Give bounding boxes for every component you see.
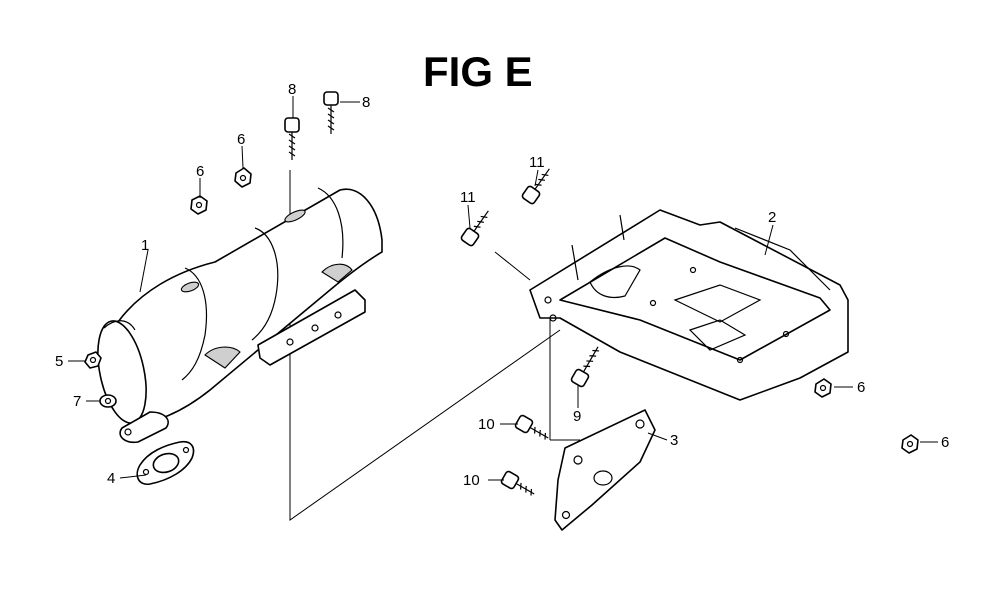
nut-7 <box>99 394 117 408</box>
exhaust-gasket-part <box>136 440 195 485</box>
callout-8a: 8 <box>288 81 296 98</box>
callout-leaders <box>68 96 938 481</box>
callout-10b: 10 <box>463 472 480 489</box>
callout-3: 3 <box>670 432 678 449</box>
callout-6d: 6 <box>941 434 949 451</box>
callout-labels: 1 2 3 4 5 6 6 6 6 7 8 8 9 10 10 11 11 <box>55 81 949 489</box>
bolt-10b <box>500 470 535 496</box>
callout-8b: 8 <box>362 94 370 111</box>
callout-9: 9 <box>573 408 581 425</box>
stay-plate-part <box>554 409 656 531</box>
figure-title: FIG E <box>423 48 533 95</box>
bolt-11b <box>460 210 489 247</box>
muffler-protector-part <box>97 187 383 444</box>
callout-5: 5 <box>55 353 63 370</box>
bolt-8b <box>323 91 339 134</box>
bolt-11a <box>521 168 550 205</box>
callout-4: 4 <box>107 470 115 487</box>
nut-6c <box>814 378 832 398</box>
callout-6c: 6 <box>857 379 865 396</box>
nut-6d <box>901 434 919 454</box>
bolt-8a <box>284 117 300 160</box>
callout-11b: 11 <box>460 189 476 206</box>
callout-7: 7 <box>73 393 81 410</box>
nut-6a <box>190 195 208 215</box>
callout-2: 2 <box>768 209 776 226</box>
nut-5 <box>84 351 102 369</box>
callout-1: 1 <box>141 237 149 254</box>
heat-shield-plate-part <box>529 209 849 401</box>
bolt-9 <box>570 346 600 388</box>
callout-6b: 6 <box>237 131 245 148</box>
callout-10a: 10 <box>478 416 495 433</box>
bolt-10a <box>514 414 549 440</box>
nut-6b <box>234 167 252 188</box>
callout-11a: 11 <box>529 154 545 171</box>
callout-6a: 6 <box>196 163 204 180</box>
